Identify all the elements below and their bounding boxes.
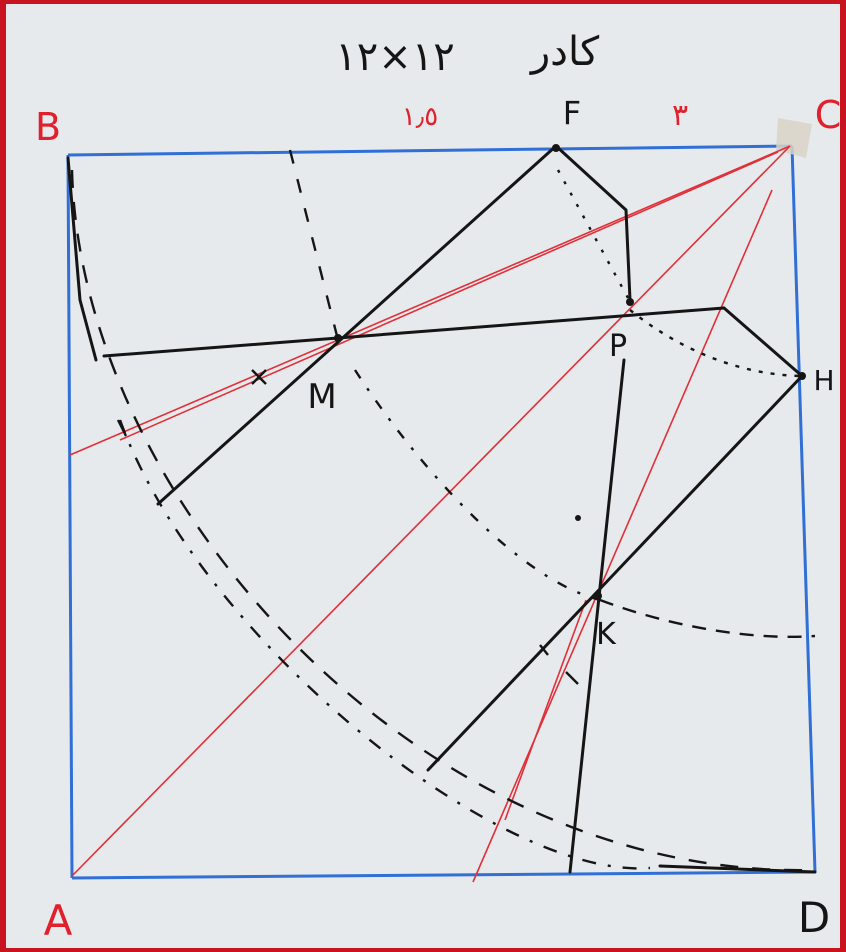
vertex-label-a: A <box>44 896 73 945</box>
vertex-label-c: C <box>815 93 842 137</box>
horizontal-fold-m <box>102 336 340 358</box>
frame-top-edge <box>67 144 793 157</box>
tick-4 <box>116 419 128 437</box>
point-p-dot <box>626 298 634 306</box>
point-label-h: H <box>813 364 834 397</box>
tick-marks <box>116 369 579 685</box>
construction-line-upper <box>69 145 791 456</box>
construction-line-lower-2 <box>504 599 587 821</box>
frame-right-edge <box>790 145 817 873</box>
left-flap-edge <box>66 156 98 362</box>
horizontal-fold-p <box>336 306 726 340</box>
measure-left: ١٫٥ <box>402 102 438 132</box>
construction-lines <box>69 145 791 883</box>
paper-background <box>6 4 840 948</box>
point-k-dot <box>594 592 602 600</box>
fold-lines <box>66 144 817 874</box>
vertical-fold-p-k <box>568 358 626 874</box>
point-label-p: P <box>609 329 627 364</box>
point-label-m: M <box>307 377 336 417</box>
dashed-guides <box>70 149 816 872</box>
square-frame <box>66 144 817 880</box>
diagonal-fold-h-k <box>426 374 804 772</box>
dotted-fold-left <box>288 149 340 341</box>
arc-right <box>599 598 816 639</box>
point-dots <box>334 144 806 600</box>
f-pocket <box>554 144 632 302</box>
vertex-label-d: D <box>798 893 830 942</box>
arc-middle <box>353 369 601 602</box>
diagonal-a-c <box>71 145 791 877</box>
title-dimensions: ١٢×١٢ <box>335 34 454 80</box>
vertex-label-b: B <box>35 105 61 149</box>
tick-2 <box>251 369 267 385</box>
stray-dot <box>575 515 581 521</box>
title-word: کادر <box>529 29 600 75</box>
tick-3 <box>565 671 579 685</box>
paper-shade <box>6 4 840 948</box>
frame-bottom-edge <box>71 870 816 880</box>
point-f-dot <box>552 144 560 152</box>
construction-line-mid <box>119 151 779 441</box>
tick-5 <box>539 644 549 656</box>
diagonal-fold-f <box>156 144 558 506</box>
point-m-dot <box>334 334 342 342</box>
bottom-edge-fold <box>658 864 817 874</box>
construction-line-lower-1 <box>472 189 773 883</box>
measure-right: ٣ <box>672 98 688 133</box>
arc-inner <box>118 419 651 870</box>
upper-flap-h <box>722 306 804 378</box>
frame-left-edge <box>66 154 74 879</box>
point-label-f: F <box>563 94 581 132</box>
point-h-dot <box>798 372 806 380</box>
point-label-k: K <box>596 617 617 652</box>
